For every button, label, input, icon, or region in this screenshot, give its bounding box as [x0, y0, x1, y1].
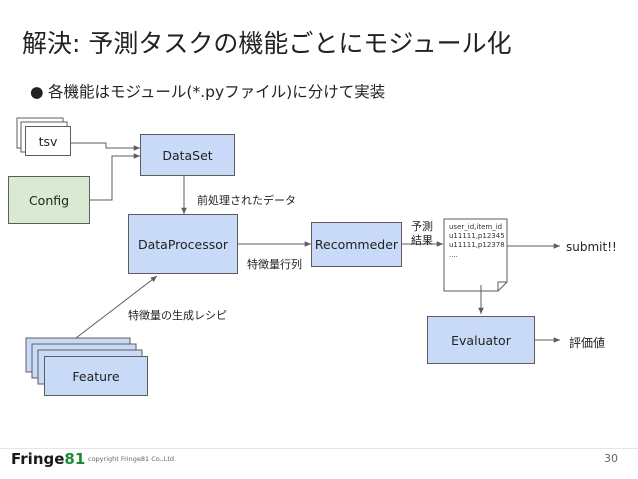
label-feature-recipe: 特徴量の生成レシピ [128, 309, 227, 322]
arrow-feature-to-dataprocessor [75, 275, 158, 339]
tsv-box: tsv [25, 126, 71, 156]
label-preprocessed-data: 前処理されたデータ [197, 194, 296, 207]
arrow-tsv-to-dataset [68, 142, 140, 151]
feature-label: Feature [72, 368, 120, 384]
recommender-label: Recommeder [314, 237, 399, 252]
feature-box: Feature [44, 356, 148, 396]
evaluator-label: Evaluator [451, 332, 511, 348]
recommender-box: Recommeder [311, 222, 402, 267]
config-label: Config [28, 192, 70, 208]
bullet-marker: ● [30, 83, 44, 101]
logo-main-text: Fringe [11, 450, 65, 468]
document-line: user_id,item_id [449, 223, 503, 231]
dataprocessor-label: DataProcessor [137, 236, 229, 252]
config-box: Config [8, 176, 90, 224]
document-line: u11111,p12345 [449, 232, 505, 241]
bullet-text: 各機能はモジュール(*.pyファイル)に分けて実装 [48, 83, 386, 101]
label-submit: submit!! [566, 240, 617, 254]
evaluator-box: Evaluator [427, 316, 535, 364]
company-logo: Fringe81 [11, 450, 85, 468]
dataprocessor-box: DataProcessor [128, 214, 238, 274]
label-feature-matrix: 特徴量行列 [247, 258, 302, 271]
label-score: 評価値 [569, 336, 606, 350]
bullet-point: ●各機能はモジュール(*.pyファイル)に分けて実装 [30, 80, 385, 102]
dataset-label: DataSet [162, 147, 213, 163]
prediction-document-shape [443, 218, 508, 292]
slide-title: 解決: 予測タスクの機能ごとにモジュール化 [22, 29, 512, 58]
footer-divider [0, 448, 638, 449]
prediction-document-content: user_id,item_id u11111,p12345 u11111,p12… [449, 223, 505, 260]
dataset-box: DataSet [140, 134, 235, 176]
prediction-document-fold [497, 281, 507, 291]
document-line: u11111,p12378 [449, 241, 505, 250]
arrow-config-to-dataset [90, 153, 140, 201]
label-prediction-result: 予測 結果 [411, 220, 433, 247]
logo-accent-text: 81 [64, 450, 86, 468]
tsv-label: tsv [38, 133, 58, 149]
copyright-text: copyright Fringe81 Co.,Ltd. [88, 455, 177, 463]
page-number: 30 [604, 452, 618, 465]
document-line: .... [449, 250, 458, 259]
